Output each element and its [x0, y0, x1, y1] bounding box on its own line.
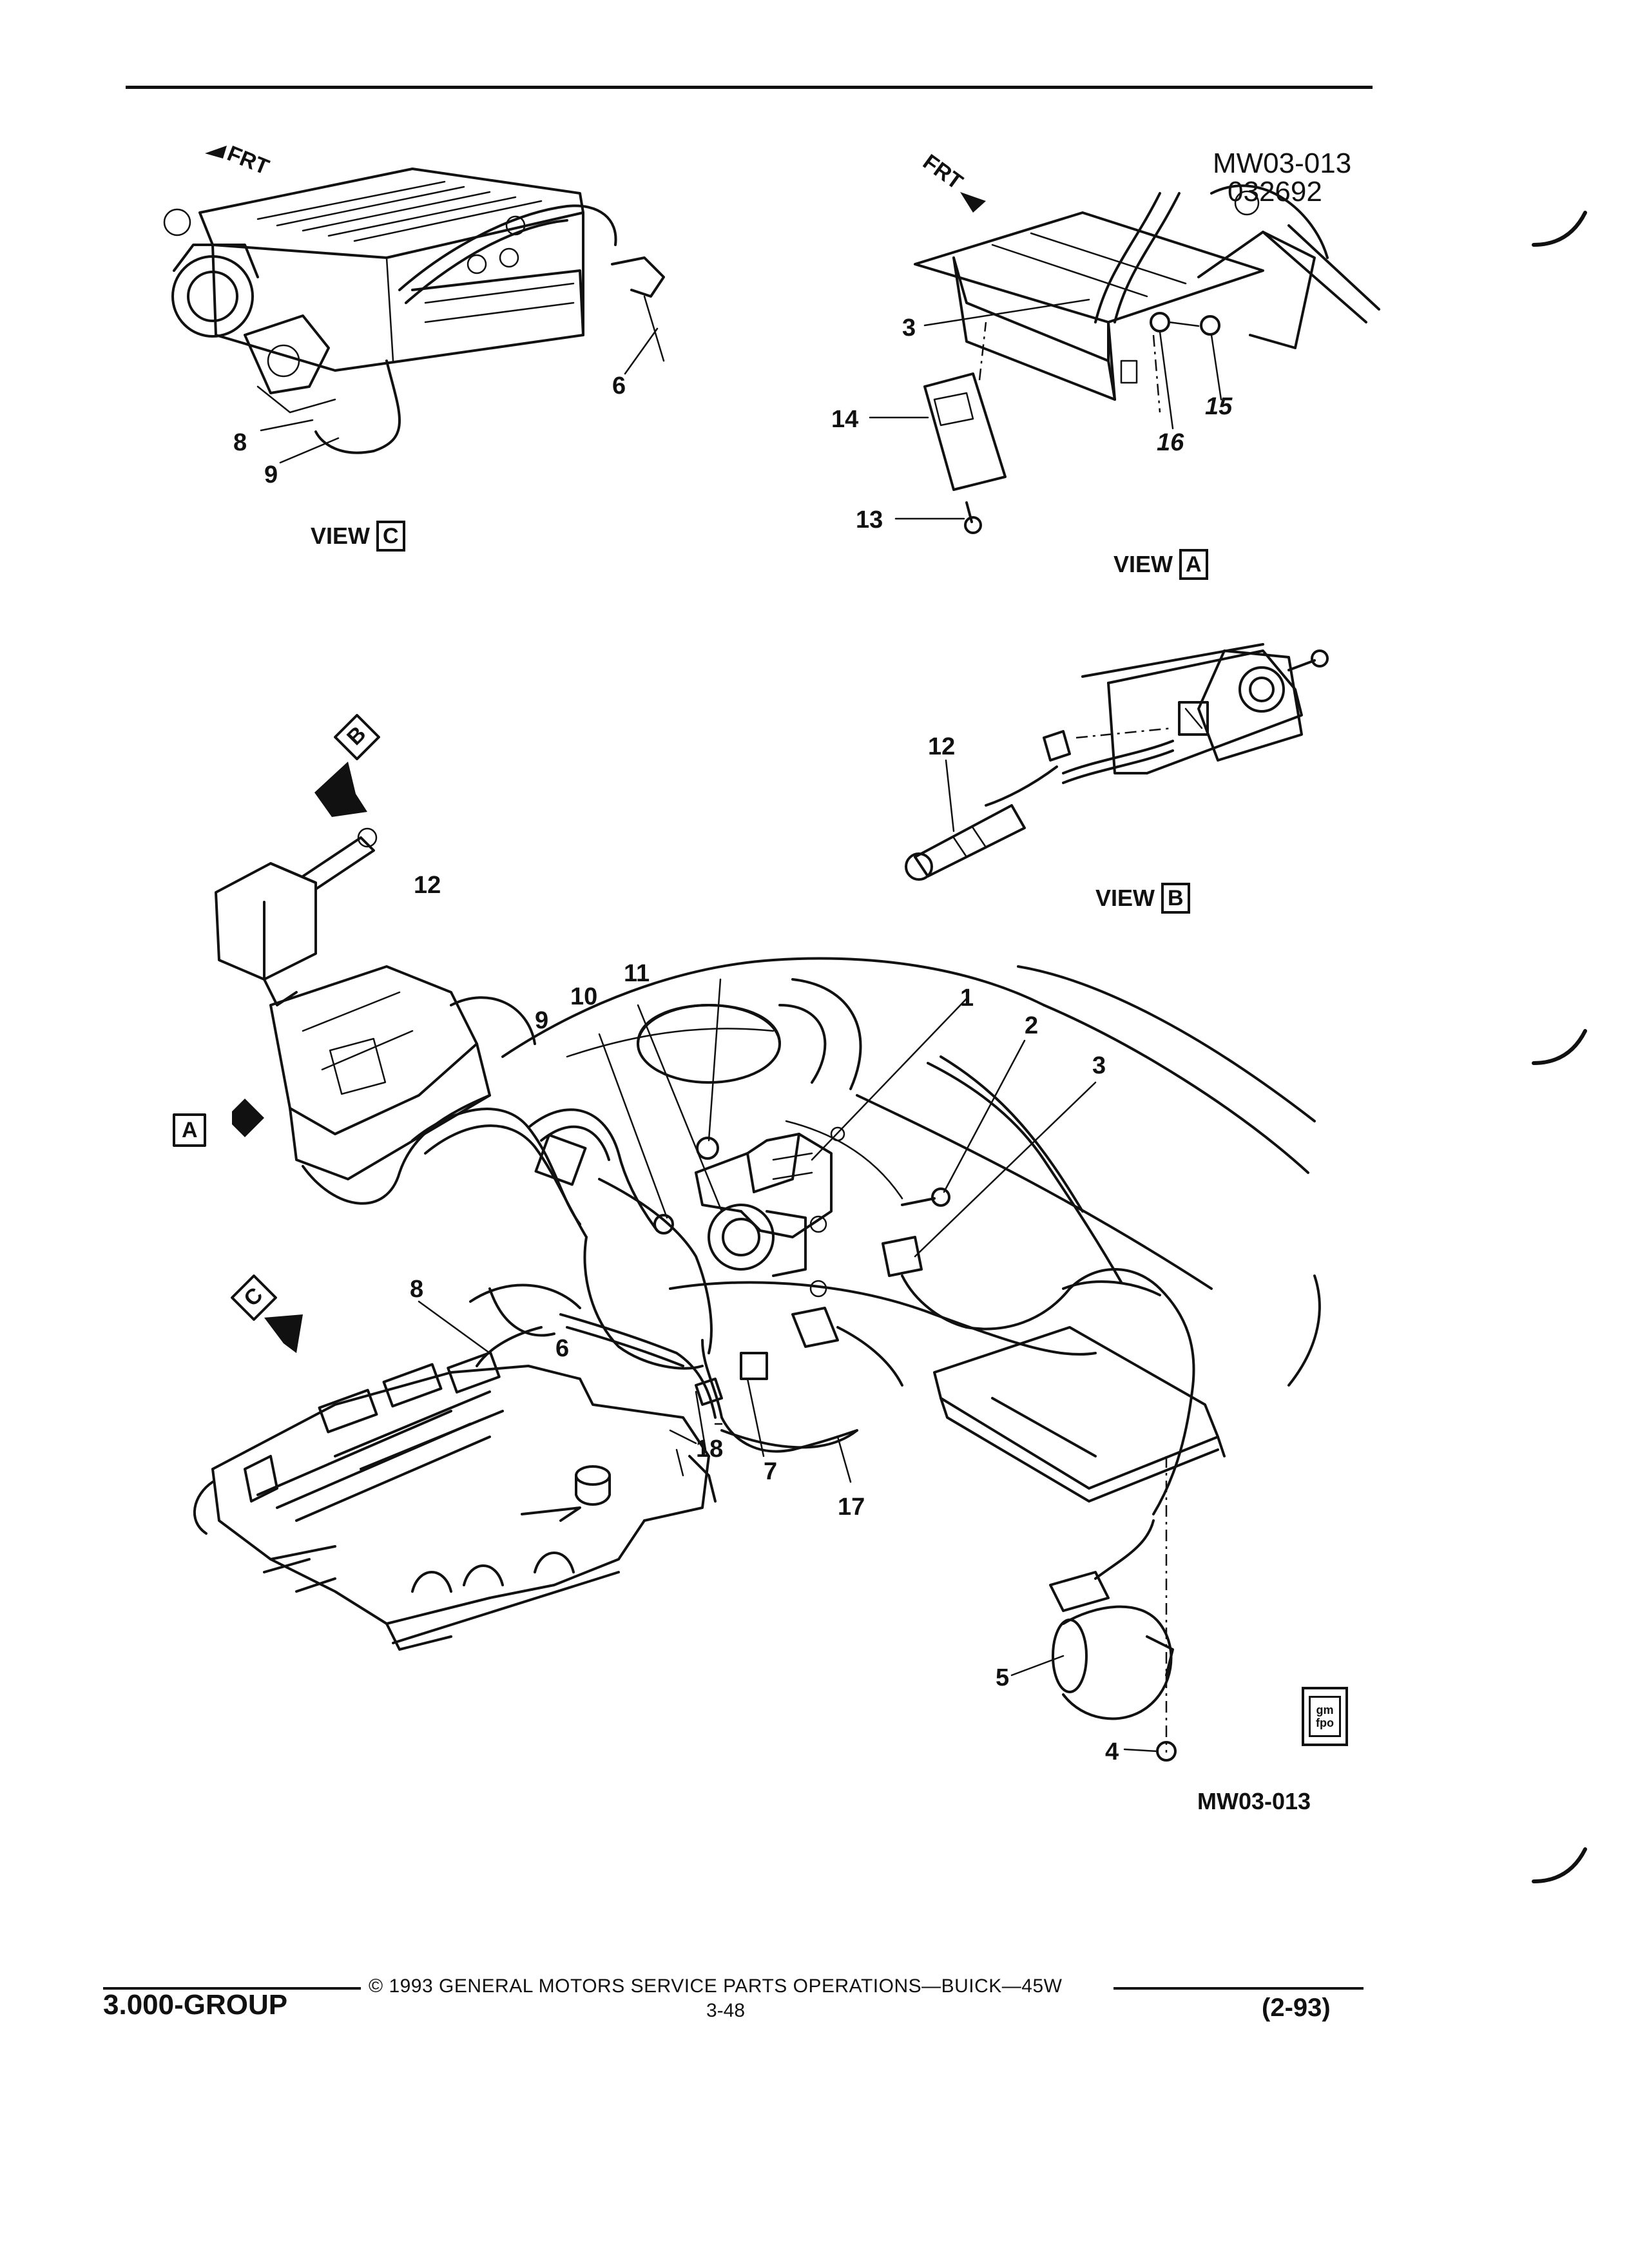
- callout-5: 5: [996, 1664, 1010, 1691]
- view-a-letter: A: [1179, 549, 1208, 580]
- badge-gm: gm: [1316, 1704, 1334, 1716]
- callout-11: 11: [624, 960, 650, 987]
- footer-rule-left: [103, 1987, 361, 1990]
- callout-9-view-c: 9: [264, 461, 278, 488]
- footer-group: 3.000-GROUP: [103, 1989, 288, 2021]
- callout-12-main: 12: [414, 872, 441, 899]
- view-b-arrow-box: [334, 714, 380, 760]
- callout-6-view-c: 6: [612, 372, 626, 399]
- view-b-letter: B: [1161, 883, 1190, 914]
- view-a-arrow-box: [173, 1113, 206, 1147]
- view-c-label: VIEW C: [311, 521, 405, 552]
- callout-17: 17: [838, 1494, 865, 1521]
- callout-8-view-c: 8: [233, 429, 247, 456]
- callout-7: 7: [764, 1458, 778, 1485]
- callout-13: 13: [856, 506, 883, 533]
- gm-fpo-badge: gm fpo: [1302, 1687, 1348, 1746]
- view-c-arrow-box: [231, 1274, 277, 1321]
- callout-18: 18: [696, 1436, 724, 1463]
- view-a-word: VIEW: [1113, 551, 1173, 577]
- view-b-direction-arrow: [314, 762, 367, 817]
- footer-page-number: 3-48: [706, 2000, 746, 2021]
- view-b-label: VIEW B: [1095, 883, 1190, 914]
- view-c-direction-arrow: [264, 1314, 303, 1353]
- view-c-letter: C: [376, 521, 405, 552]
- callout-16: 16: [1157, 429, 1184, 456]
- callout-4: 4: [1105, 1738, 1119, 1765]
- callout-10: 10: [570, 983, 598, 1010]
- footer-date: (2-93): [1262, 1994, 1331, 2022]
- view-b-word: VIEW: [1095, 885, 1155, 911]
- footer-rule-right: [1113, 1987, 1364, 1990]
- callout-9-main: 9: [535, 1007, 549, 1034]
- badge-fpo: fpo: [1316, 1716, 1334, 1729]
- callout-6-main: 6: [555, 1335, 570, 1362]
- top-rule: [126, 86, 1373, 89]
- illustration-code: MW03-013: [1213, 148, 1352, 179]
- view-a-direction-arrow: [232, 1099, 264, 1137]
- callout-2: 2: [1025, 1012, 1039, 1039]
- illustration-code-bottom: MW03-013: [1197, 1788, 1311, 1814]
- callout-3-view-a: 3: [902, 314, 916, 341]
- callout-15: 15: [1205, 393, 1233, 420]
- callout-14: 14: [831, 406, 859, 433]
- view-c-word: VIEW: [311, 523, 371, 549]
- arrow-a-letter: A: [182, 1118, 198, 1142]
- view-a-label: VIEW A: [1113, 549, 1208, 580]
- callout-3-main: 3: [1092, 1052, 1106, 1079]
- callout-1: 1: [960, 985, 974, 1012]
- callout-12-view-b: 12: [928, 733, 956, 760]
- callout-8-main: 8: [410, 1276, 424, 1303]
- footer-copyright: © 1993 GENERAL MOTORS SERVICE PARTS OPER…: [369, 1975, 1063, 1997]
